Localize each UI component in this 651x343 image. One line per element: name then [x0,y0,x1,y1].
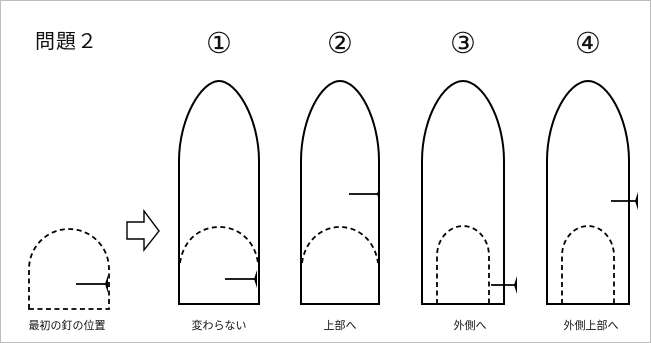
option-4-number: ④ [575,26,601,60]
option-3-inner-dashed [436,225,490,304]
initial-board [28,228,110,310]
option-2-figure [300,79,380,305]
option-4-nail-head [635,192,638,210]
problem-title: 問題２ [35,29,98,53]
option-3-outline [421,79,505,305]
option-2-caption: 上部へ [323,319,357,332]
option-2-outline [300,79,380,305]
option-2-number: ② [327,26,353,60]
initial-board-outline [28,228,110,310]
option-4-caption: 外側上部へ [563,319,619,332]
option-4-outline [546,79,630,305]
option-3-nail-head [514,276,517,294]
transition-arrow [126,208,160,253]
initial-position-caption: 最初の釘の位置 [28,319,106,332]
option-2-nail-head [377,185,380,203]
option-3-figure [421,79,517,305]
option-4-figure [546,79,638,305]
initial-nail-head [105,275,108,293]
option-4-inner-dashed [561,225,615,304]
option-3-caption: 外側へ [453,319,487,332]
option-3-number: ③ [450,26,476,60]
option-1-caption: 変わらない [191,319,247,332]
option-2-inner-dashed [301,226,379,264]
option-1-figure [178,79,260,305]
option-1-outline [178,79,260,305]
option-1-nail-head [254,270,257,288]
option-1-number: ① [206,26,232,60]
option-1-inner-dashed [179,226,259,264]
